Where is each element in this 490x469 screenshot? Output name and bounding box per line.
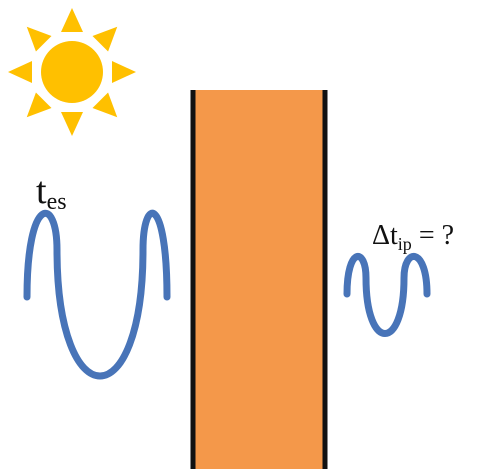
sun-ray	[92, 26, 118, 52]
inner-temperature-question: = ?	[411, 220, 455, 251]
sun-disc	[41, 41, 103, 103]
outer-temperature-subscript: es	[46, 189, 67, 215]
sun-ray	[26, 26, 52, 52]
sun-rays	[8, 8, 136, 136]
outer-temperature-label: tes	[36, 170, 67, 214]
inner-temperature-symbol: Δt	[372, 220, 398, 251]
sun-ray	[92, 92, 118, 118]
outer-temperature-wave	[23, 209, 171, 380]
sun-ray	[61, 112, 83, 136]
sun-ray	[112, 61, 136, 83]
sun-ray	[26, 92, 52, 118]
wall	[190, 90, 328, 469]
inner-temperature-wave	[343, 253, 431, 337]
sun-ray	[8, 61, 32, 83]
wall-body	[193, 90, 325, 469]
inner-temperature-subscript: ip	[397, 234, 412, 254]
sun-ray	[61, 8, 83, 32]
outer-temperature-symbol: t	[36, 170, 47, 212]
sun-icon	[8, 8, 136, 136]
inner-temperature-label: Δtip = ?	[372, 220, 455, 254]
